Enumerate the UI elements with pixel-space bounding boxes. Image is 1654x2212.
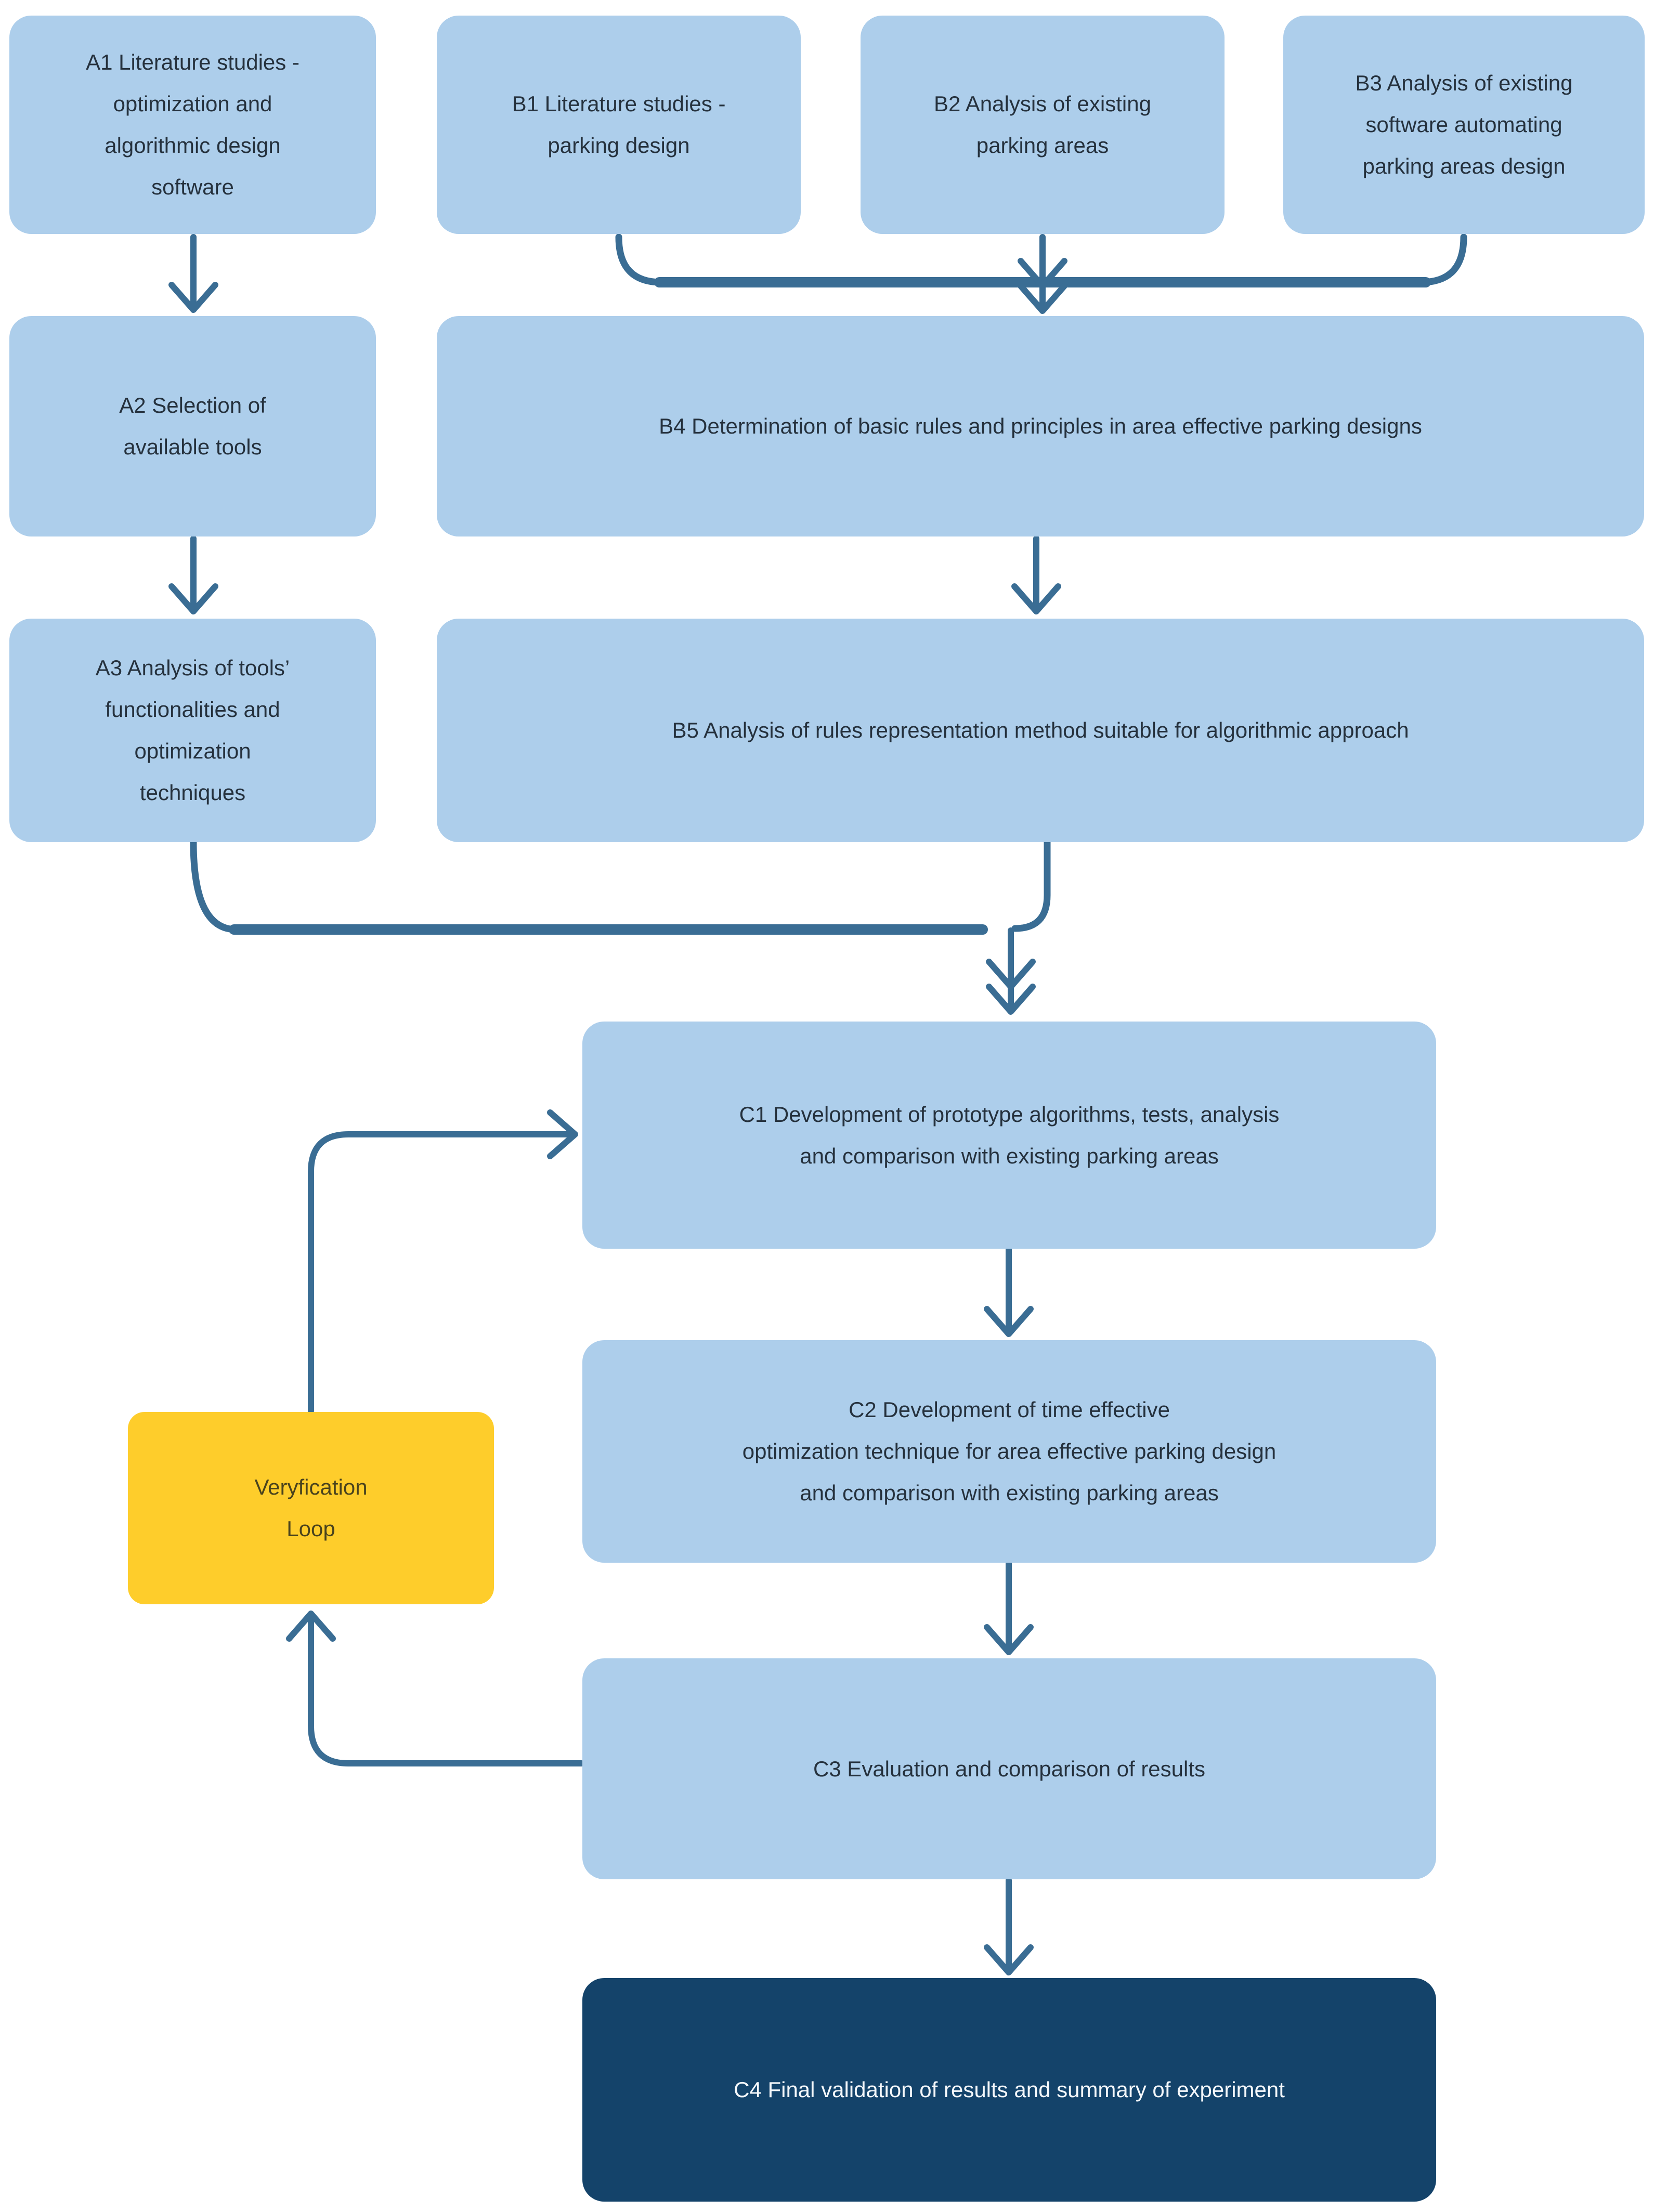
flow-node-b2: B2 Analysis of existing parking areas — [861, 16, 1225, 234]
node-a1-label: A1 Literature studies - optimization and… — [86, 50, 299, 199]
edge-c1-c2 — [984, 1246, 1034, 1337]
node-a2-label: A2 Selection of available tools — [119, 393, 266, 459]
flow-node-c3: C3 Evaluation and comparison of results — [582, 1658, 1436, 1879]
edge-a1-a2 — [168, 234, 218, 313]
flow-node-a1: A1 Literature studies - optimization and… — [9, 16, 376, 234]
node-c2-label: C2 Development of time effective optimiz… — [742, 1397, 1277, 1505]
flow-node-b1: B1 Literature studies - parking design — [437, 16, 801, 234]
flow-node-c1: C1 Development of prototype algorithms, … — [582, 1022, 1436, 1249]
node-b2-label: B2 Analysis of existing parking areas — [934, 91, 1151, 158]
flow-node-c2: C2 Development of time effective optimiz… — [582, 1340, 1436, 1563]
node-b1-label: B1 Literature studies - parking design — [512, 91, 726, 158]
edge-b1-b2-b3-to-b4 — [615, 233, 1467, 314]
edge-c3-c4 — [984, 1877, 1034, 1975]
node-c4-label: C4 Final validation of results and summa… — [734, 2077, 1285, 2102]
edge-a3-b5-to-c1 — [190, 839, 1051, 1015]
edge-c2-c3 — [984, 1561, 1034, 1655]
node-a3-label: A3 Analysis of tools’ functionalities an… — [95, 656, 290, 805]
edge-c3-to-loop — [286, 1611, 584, 1766]
flow-node-b5: B5 Analysis of rules representation meth… — [437, 619, 1644, 842]
flow-node-b4: B4 Determination of basic rules and prin… — [437, 316, 1644, 536]
node-b3-label: B3 Analysis of existing software automat… — [1355, 71, 1573, 178]
flow-node-c4: C4 Final validation of results and summa… — [582, 1978, 1436, 2202]
flow-node-a3: A3 Analysis of tools’ functionalities an… — [9, 619, 376, 842]
flow-node-a2: A2 Selection of available tools — [9, 316, 376, 536]
edge-a2-a3 — [168, 535, 218, 614]
node-c3-label: C3 Evaluation and comparison of results — [813, 1756, 1206, 1781]
flow-node-verification-loop: Veryfication Loop — [128, 1412, 494, 1604]
edge-loop-to-c1 — [308, 1109, 578, 1414]
node-c1-label: C1 Development of prototype algorithms, … — [739, 1102, 1280, 1168]
node-b5-label: B5 Analysis of rules representation meth… — [672, 718, 1409, 743]
edge-b4-b5 — [1011, 535, 1061, 614]
flow-node-b3: B3 Analysis of existing software automat… — [1283, 16, 1645, 234]
node-loop-label: Veryfication Loop — [254, 1475, 368, 1541]
node-b4-label: B4 Determination of basic rules and prin… — [659, 414, 1422, 439]
